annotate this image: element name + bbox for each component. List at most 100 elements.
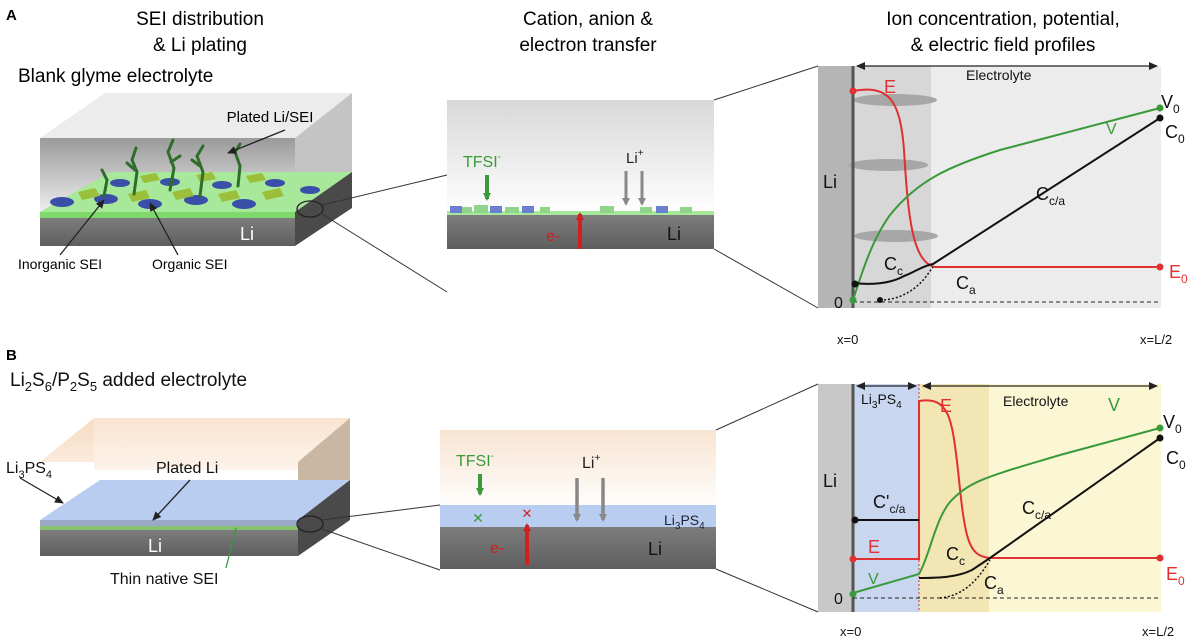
bE0-main: E <box>1166 564 1178 584</box>
plot-a-E-curve <box>852 88 1160 268</box>
tfsi-block-b: ✕ <box>472 510 484 526</box>
plot-b-V-start <box>849 590 857 598</box>
plot-a-E-label: E <box>884 77 896 97</box>
plated-li-dendrites <box>100 138 242 198</box>
plot-b-E-label-left: E <box>868 537 880 557</box>
sei-particle <box>680 207 692 213</box>
label-li3ps4: Li3PS4 <box>6 460 52 481</box>
zoom-b-tfsi: TFSI- <box>456 451 494 470</box>
organic-sei-island <box>218 190 240 202</box>
plot-a-E-start <box>849 87 857 95</box>
dendrite <box>195 144 205 198</box>
C0-sub: 0 <box>1178 132 1185 146</box>
label-li-block-b: Li <box>148 536 162 556</box>
title-slash-p: /P <box>52 370 70 391</box>
plot-b-li3ps4-region <box>853 384 919 612</box>
header-transfer-line2: electron transfer <box>519 35 657 56</box>
bCc-sub: c <box>959 554 965 568</box>
plot-a-x0: x=0 <box>837 332 858 347</box>
plot-b-zero: 0 <box>834 591 843 608</box>
sei-particle <box>474 205 488 213</box>
plot-a-sei-blob <box>848 159 928 171</box>
plot-a-zero: 0 <box>834 295 843 312</box>
bC0-main: C <box>1166 448 1179 468</box>
plot-a-V-curve <box>852 107 1161 301</box>
plot-b-Cc-curve <box>918 437 1161 579</box>
zoom-circle-a <box>296 200 324 218</box>
zl-3: 3 <box>675 521 681 532</box>
inorganic-sei-island <box>300 186 320 194</box>
plot-a-E0-point <box>1156 263 1164 271</box>
li3ps4-ps: PS <box>25 460 46 477</box>
zoom-line-b2-top <box>715 383 819 431</box>
pl-ps: PS <box>877 391 896 407</box>
label-native-sei: Thin native SEI <box>110 571 219 588</box>
plot-a-electrolyte-label: Electrolyte <box>966 67 1032 83</box>
electrolyte-title-b: Li2S6/P2S5 added electrolyte <box>10 370 247 394</box>
title-sub-6: 6 <box>45 379 52 394</box>
header-sei-line1: SEI distribution <box>136 9 264 30</box>
organic-sei-island <box>262 188 284 200</box>
plot-b-V0-label: V0 <box>1163 412 1182 436</box>
Cc-sub: c <box>897 264 903 278</box>
dendrite <box>190 158 202 168</box>
label-li-block-a: Li <box>240 224 254 244</box>
line-native-sei <box>225 527 237 569</box>
tfsi-text: TFSI <box>463 154 498 171</box>
plot-b-Ca-curve <box>939 559 991 599</box>
zoom-line-a-bottom <box>321 213 448 293</box>
Cca-main: C <box>1036 184 1049 204</box>
li-plus-text: Li <box>626 150 638 167</box>
inorganic-sei-island <box>232 199 256 209</box>
inorganic-sei-island <box>212 181 232 189</box>
plot-a-E0-label: E0 <box>1169 262 1188 286</box>
profile-plot-a <box>818 62 1164 308</box>
sei-block-a <box>40 93 352 246</box>
sei-particle <box>640 207 652 213</box>
zoom-a-sei-particles <box>450 205 692 213</box>
bCca-main: C <box>1022 498 1035 518</box>
plot-a-V-label: V <box>1106 121 1117 138</box>
plot-b-xL2: x=L/2 <box>1142 624 1174 639</box>
plot-b-Cca-label: Cc/a <box>1022 498 1051 522</box>
tfsi-sup: - <box>498 152 501 163</box>
pl-4: 4 <box>896 400 902 411</box>
tfsi-text-b: TFSI <box>456 453 491 470</box>
plot-a-Ca-start <box>877 297 883 303</box>
arrow-plated <box>227 129 286 154</box>
li3ps4-block-b <box>40 418 350 556</box>
plot-a-C0-point <box>1156 114 1164 122</box>
plot-a-Cc-label: Cc <box>884 254 903 278</box>
dendrite <box>125 161 137 172</box>
header-sei-line2: & Li plating <box>153 35 247 56</box>
dendrite <box>130 146 139 196</box>
Ca-main: C <box>956 273 969 293</box>
zl-4: 4 <box>699 521 705 532</box>
block-b-li-side <box>298 480 350 556</box>
inorganic-sei-island <box>184 195 208 205</box>
block-a-sei-edge <box>40 212 295 218</box>
plot-b-E-curve <box>853 399 1160 560</box>
zl-ps: PS <box>680 512 699 528</box>
header-profiles-line2: & electric field profiles <box>911 35 1096 56</box>
li-plus-text-b: Li <box>582 455 594 472</box>
zoom-b-li <box>440 527 716 569</box>
sei-particle <box>522 206 534 213</box>
profile-plot-b <box>818 382 1164 612</box>
plot-a-sei-blob <box>853 94 937 106</box>
arrow-plated-li <box>152 479 191 521</box>
plot-a-Cc-curve <box>852 117 1161 285</box>
zoom-line-a2-top <box>713 65 819 101</box>
V0-sub: 0 <box>1173 102 1180 116</box>
zoom-line-a-top <box>321 174 448 206</box>
title-sub-2b: 2 <box>70 379 77 394</box>
plot-b-E-start <box>849 555 857 563</box>
plot-b-E-label-top: E <box>940 396 952 416</box>
zoom-a-li-label: Li <box>667 224 681 244</box>
plot-b-C0-point <box>1156 434 1164 442</box>
arrow-inorganic <box>59 199 105 256</box>
plot-b-li-label: Li <box>823 471 837 491</box>
plot-a-C0-label: C0 <box>1165 122 1185 146</box>
plot-a-li-region <box>818 66 853 308</box>
